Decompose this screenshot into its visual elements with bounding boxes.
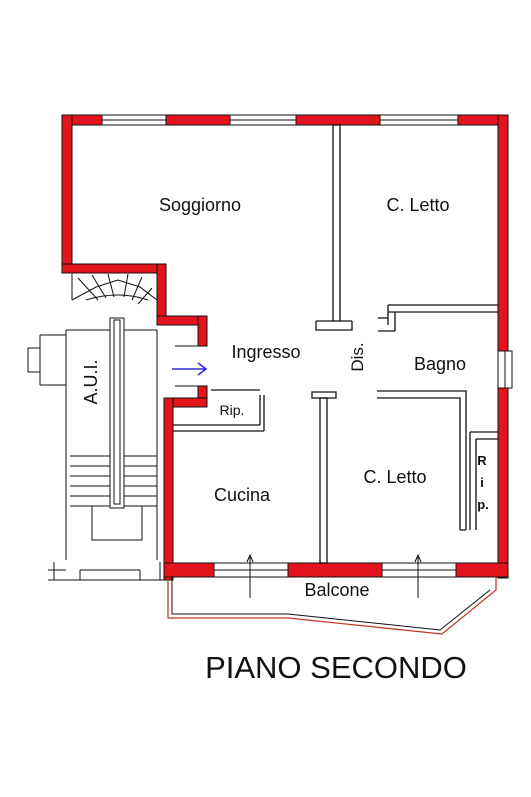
room-label-bagno: Bagno (414, 354, 466, 374)
room-label-letto-top: C. Letto (386, 195, 449, 215)
plan-title: PIANO SECONDO (205, 650, 467, 685)
room-label-rip-vertical-3: p. (477, 497, 489, 512)
room-label-rip-small: Rip. (220, 402, 245, 418)
room-label-cucina: Cucina (214, 485, 271, 505)
entry-arrow-icon (172, 362, 208, 376)
room-label-soggiorno: Soggiorno (159, 195, 241, 215)
room-label-letto-bottom: C. Letto (363, 467, 426, 487)
interior-walls (173, 124, 498, 564)
room-label-dis: Dis. (348, 342, 367, 371)
room-label-balcone: Balcone (304, 580, 369, 600)
room-label-aui: A.U.I. (81, 359, 101, 404)
staircase-icon (27, 272, 164, 581)
windows (101, 114, 513, 578)
room-label-rip-vertical-2: i (480, 475, 484, 490)
balcony (167, 553, 497, 635)
room-label-rip-vertical-1: R (477, 453, 487, 468)
room-label-ingresso: Ingresso (231, 342, 300, 362)
